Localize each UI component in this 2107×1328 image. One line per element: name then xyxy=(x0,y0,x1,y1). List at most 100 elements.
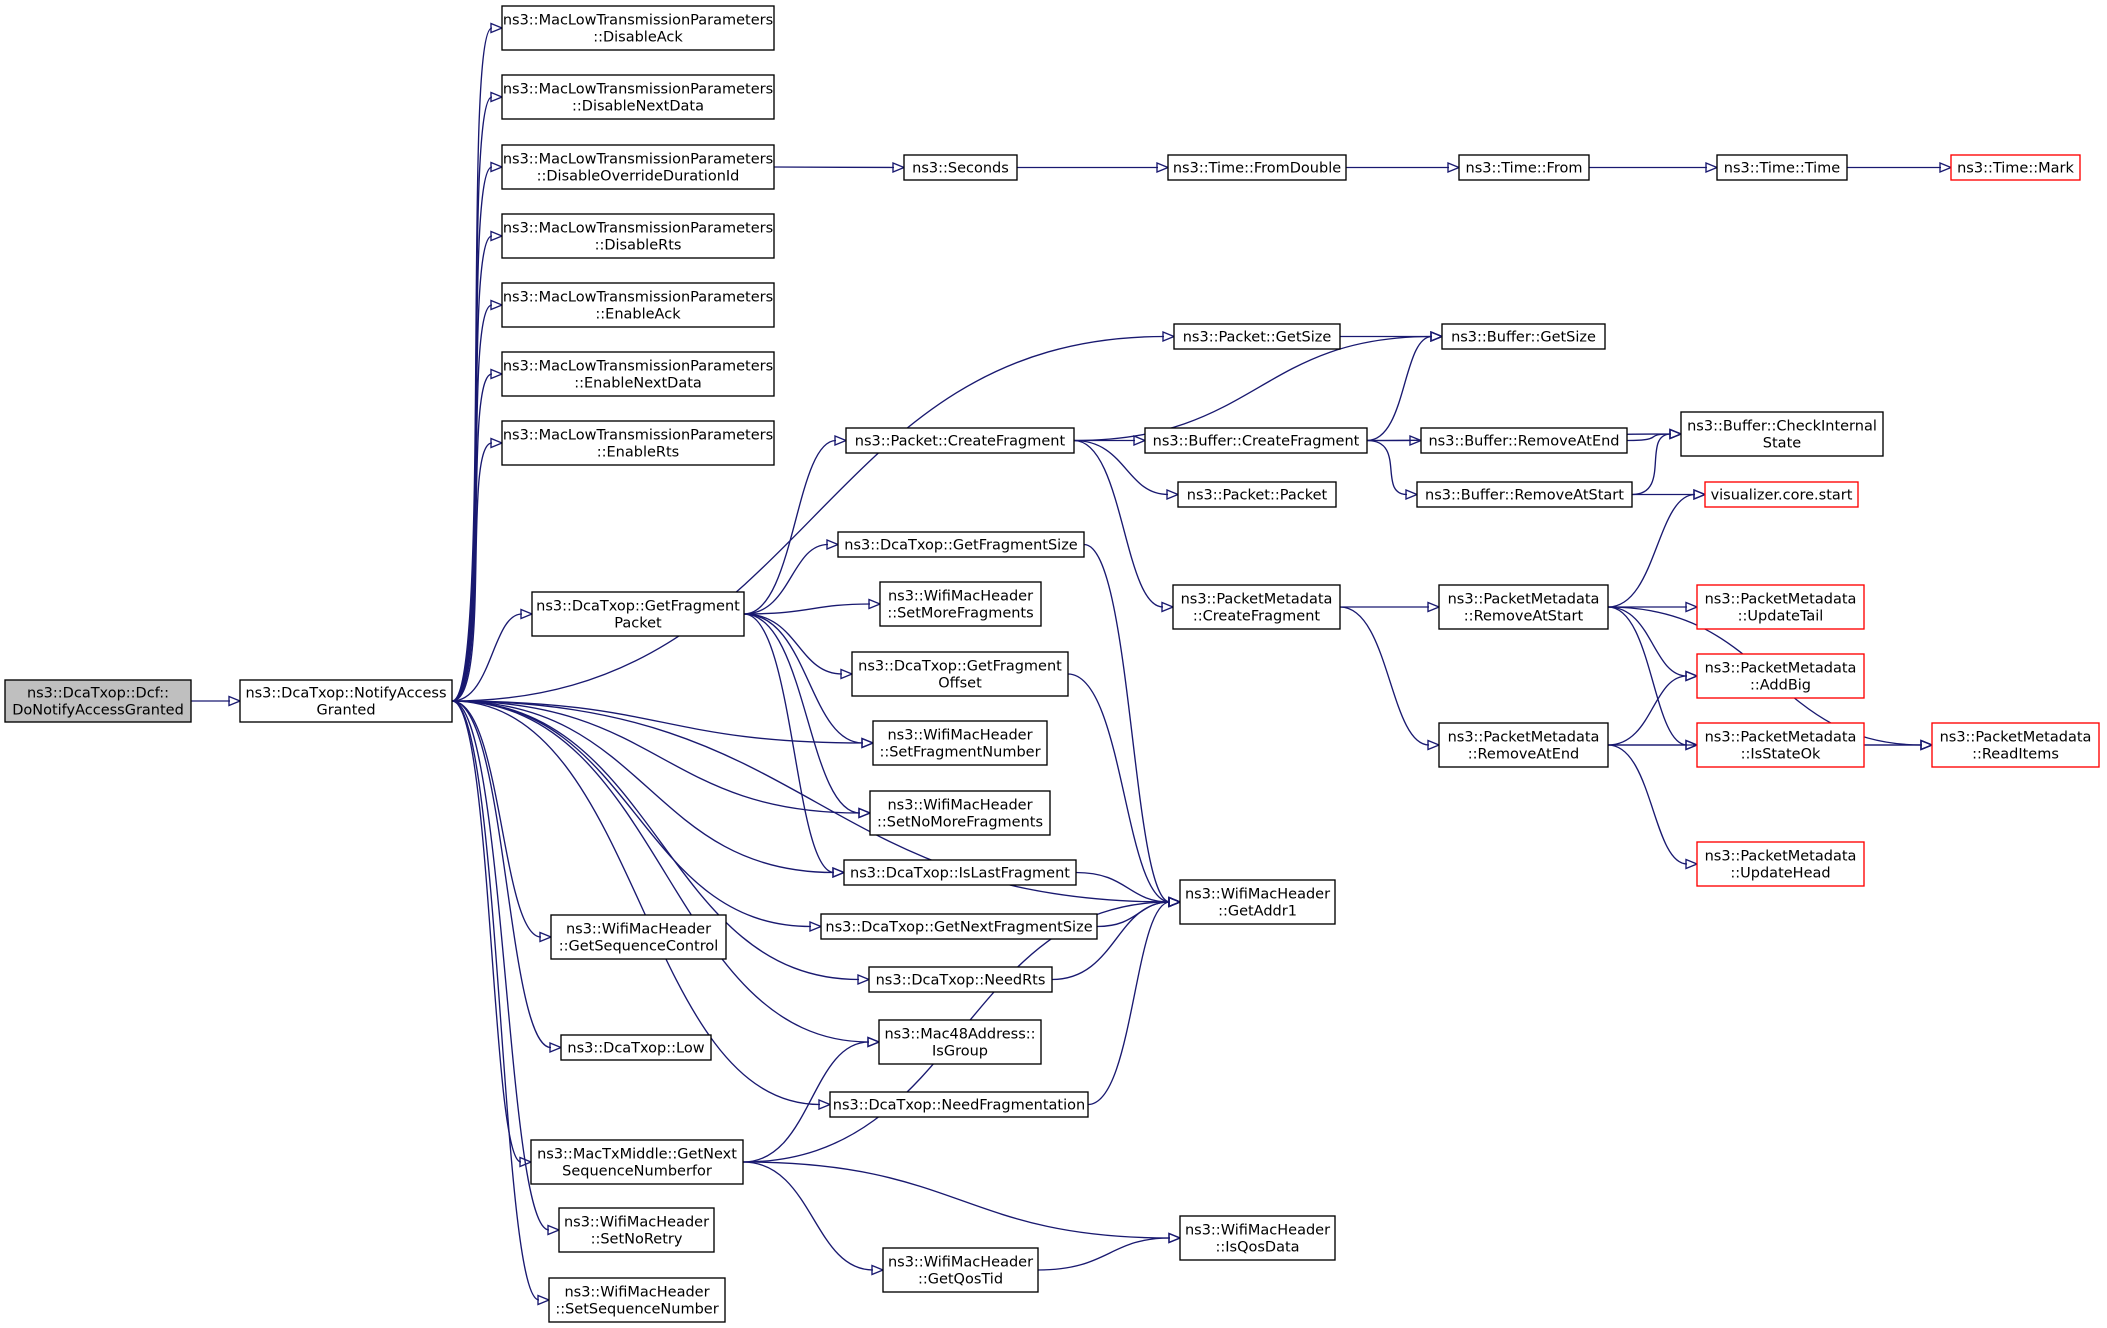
node-box xyxy=(501,5,775,51)
node-label: ns3::DcaTxop::Low xyxy=(567,1041,704,1057)
node-label: ::DisableNextData xyxy=(572,99,704,115)
node-isg[interactable]: ns3::Mac48Address::IsGroup xyxy=(878,1019,1042,1065)
node-ga1[interactable]: ns3::WifiMacHeader::GetAddr1 xyxy=(1179,879,1336,925)
edge-arrowhead xyxy=(871,1264,885,1276)
edge-line xyxy=(451,373,493,702)
edge-line xyxy=(451,613,523,702)
node-snmf[interactable]: ns3::WifiMacHeader::SetNoMoreFragments xyxy=(869,790,1051,836)
node-label: ns3::DcaTxop::GetNextFragmentSize xyxy=(825,920,1092,936)
node-mark[interactable]: ns3::Time::Mark xyxy=(1950,154,2081,181)
node-box xyxy=(820,913,1098,940)
edge-bras-bcis xyxy=(1631,428,1683,496)
node-label: ::RemoveAtStart xyxy=(1464,609,1584,625)
node-vcs[interactable]: visualizer.core.start xyxy=(1704,481,1859,508)
node-label: ns3::WifiMacHeader xyxy=(564,1285,709,1301)
edge-arrowhead xyxy=(537,1294,551,1306)
node-erts[interactable]: ns3::MacLowTransmissionParameters::Enabl… xyxy=(501,420,775,466)
node-pmras[interactable]: ns3::PacketMetadata::RemoveAtStart xyxy=(1438,584,1609,630)
node-eack[interactable]: ns3::MacLowTransmissionParameters::Enabl… xyxy=(501,282,775,328)
node-gfs[interactable]: ns3::DcaTxop::GetFragmentSize xyxy=(837,531,1085,558)
node-label: ns3::DcaTxop::GetFragment xyxy=(536,599,740,615)
edge-arrowhead xyxy=(868,598,882,610)
node-label: ::UpdateTail xyxy=(1738,609,1824,625)
edge-gfp-gfo xyxy=(743,613,854,680)
node-box xyxy=(1950,154,2081,181)
edge-nag-gnsn xyxy=(451,700,533,1168)
node-pmcf[interactable]: ns3::PacketMetadata::CreateFragment xyxy=(1172,584,1341,630)
node-box xyxy=(1173,323,1341,350)
edge-arrowhead xyxy=(1409,434,1423,447)
node-from[interactable]: ns3::Time::From xyxy=(1458,154,1590,181)
node-ppk[interactable]: ns3::Packet::Packet xyxy=(1177,481,1337,508)
node-box xyxy=(872,720,1048,766)
edge-gfp-snmf xyxy=(743,613,872,819)
node-label: ::AddBig xyxy=(1750,678,1811,694)
node-bgs[interactable]: ns3::Buffer::GetSize xyxy=(1441,323,1606,350)
node-smf[interactable]: ns3::WifiMacHeader::SetMoreFragments xyxy=(879,581,1042,627)
node-label: ::GetQosTid xyxy=(918,1272,1003,1288)
node-fromd[interactable]: ns3::Time::FromDouble xyxy=(1167,154,1347,181)
node-pmri[interactable]: ns3::PacketMetadata::ReadItems xyxy=(1931,722,2100,768)
edge-line xyxy=(1087,901,1171,1106)
edge-arrowhead xyxy=(490,230,504,242)
edge-line xyxy=(451,700,522,1163)
node-box xyxy=(239,679,453,723)
node-gnfs[interactable]: ns3::DcaTxop::GetNextFragmentSize xyxy=(820,913,1098,940)
node-nrts[interactable]: ns3::DcaTxop::NeedRts xyxy=(868,966,1053,993)
node-label: ::SetNoRetry xyxy=(591,1232,683,1248)
node-end[interactable]: ns3::MacLowTransmissionParameters::Enabl… xyxy=(501,351,775,397)
node-brae[interactable]: ns3::Buffer::RemoveAtEnd xyxy=(1420,427,1628,454)
node-label: Offset xyxy=(938,676,982,692)
edge-line xyxy=(743,613,835,874)
node-label: ns3::PacketMetadata xyxy=(1705,730,1857,746)
node-box xyxy=(558,1207,715,1253)
node-bras[interactable]: ns3::Buffer::RemoveAtStart xyxy=(1416,481,1633,508)
node-snr[interactable]: ns3::WifiMacHeader::SetNoRetry xyxy=(558,1207,715,1253)
node-pmut[interactable]: ns3::PacketMetadata::UpdateTail xyxy=(1696,584,1865,630)
edge-gfp-smf xyxy=(743,598,882,615)
edge-time-mark xyxy=(1847,161,1953,174)
edge-bcf-bras xyxy=(1366,439,1419,501)
node-gnsn[interactable]: ns3::MacTxMiddle::GetNextSequenceNumberf… xyxy=(530,1139,744,1185)
node-ilf[interactable]: ns3::DcaTxop::IsLastFragment xyxy=(843,859,1077,886)
node-label: ns3::MacTxMiddle::GetNext xyxy=(537,1147,737,1163)
node-label: State xyxy=(1763,436,1801,452)
node-label: ns3::Buffer::RemoveAtEnd xyxy=(1428,434,1619,450)
node-dodi[interactable]: ns3::MacLowTransmissionParameters::Disab… xyxy=(501,144,775,190)
node-box xyxy=(1680,411,1884,457)
node-nag[interactable]: ns3::DcaTxop::NotifyAccessGranted xyxy=(239,679,453,723)
node-label: ::CreateFragment xyxy=(1193,609,1321,625)
node-time[interactable]: ns3::Time::Time xyxy=(1716,154,1848,181)
node-pmuh[interactable]: ns3::PacketMetadata::UpdateHead xyxy=(1696,841,1865,887)
node-bcf[interactable]: ns3::Buffer::CreateFragment xyxy=(1144,427,1368,454)
node-pmrae[interactable]: ns3::PacketMetadata::RemoveAtEnd xyxy=(1438,722,1609,768)
node-gsc[interactable]: ns3::WifiMacHeader::GetSequenceControl xyxy=(550,914,727,960)
edge-arrowhead xyxy=(1447,161,1461,174)
edge-line xyxy=(451,700,542,938)
node-iqd[interactable]: ns3::WifiMacHeader::IsQosData xyxy=(1179,1215,1336,1261)
node-nfrag[interactable]: ns3::DcaTxop::NeedFragmentation xyxy=(829,1091,1089,1118)
node-pcf[interactable]: ns3::Packet::CreateFragment xyxy=(845,427,1075,454)
edge-pmcf-pmrae xyxy=(1339,606,1441,751)
node-sec[interactable]: ns3::Seconds xyxy=(903,154,1018,181)
node-dnd[interactable]: ns3::MacLowTransmissionParameters::Disab… xyxy=(501,74,775,120)
node-label: ::EnableRts xyxy=(597,445,679,461)
node-drts[interactable]: ns3::MacLowTransmissionParameters::Disab… xyxy=(501,213,775,259)
node-pgs[interactable]: ns3::Packet::GetSize xyxy=(1173,323,1341,350)
node-box xyxy=(837,531,1085,558)
node-low[interactable]: ns3::DcaTxop::Low xyxy=(560,1034,712,1061)
node-label: ns3::Time::FromDouble xyxy=(1173,161,1341,177)
node-gqt[interactable]: ns3::WifiMacHeader::GetQosTid xyxy=(882,1247,1039,1293)
node-pmab[interactable]: ns3::PacketMetadata::AddBig xyxy=(1696,653,1865,699)
node-label: ::ReadItems xyxy=(1972,747,2059,763)
node-ssn[interactable]: ns3::WifiMacHeader::SetSequenceNumber xyxy=(548,1277,726,1323)
node-pmiso[interactable]: ns3::PacketMetadata::IsStateOk xyxy=(1696,722,1865,768)
node-sfn[interactable]: ns3::WifiMacHeader::SetFragmentNumber xyxy=(872,720,1048,766)
edge-arrowhead xyxy=(834,434,848,447)
node-dack[interactable]: ns3::MacLowTransmissionParameters::Disab… xyxy=(501,5,775,51)
edge-sec-fromd xyxy=(1017,161,1170,174)
node-dcf[interactable]: ns3::DcaTxop::Dcf::DoNotifyAccessGranted xyxy=(4,679,192,723)
